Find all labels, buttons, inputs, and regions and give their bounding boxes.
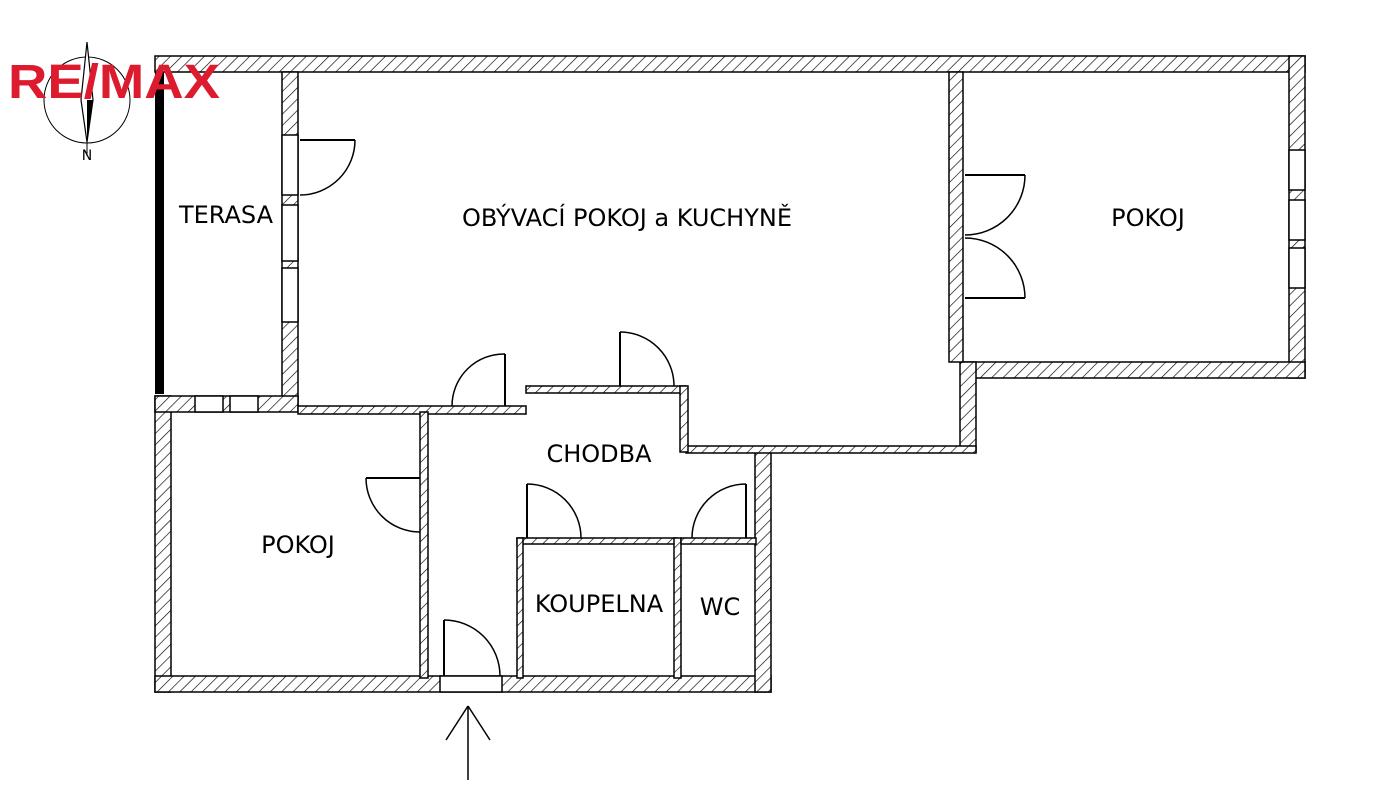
- wall-terrace-bottom: [154, 395, 299, 413]
- wall-bath-wc: [673, 537, 682, 679]
- wall-top: [154, 55, 1306, 73]
- wall-step: [959, 361, 977, 453]
- door-living-hall-left: [451, 353, 506, 407]
- wall-wc-top: [680, 537, 757, 545]
- wall-hall-notch-top: [525, 385, 687, 394]
- window-room-2: [229, 395, 259, 413]
- wall-west: [154, 395, 172, 693]
- terrace-railing: [155, 72, 164, 394]
- remax-logo: RE/MAX: [8, 56, 220, 109]
- door-wc: [691, 483, 747, 539]
- wall-east-bottom: [961, 361, 1306, 379]
- wall-room-hall: [419, 411, 429, 679]
- wall-living-bottom: [297, 405, 527, 415]
- door-terrace: [299, 139, 356, 196]
- remax-logo-text: RE/MAX: [8, 56, 220, 109]
- label-wc: WC: [700, 593, 741, 621]
- wall-wc-east: [754, 451, 772, 693]
- wall-hall-notch-east: [679, 385, 689, 453]
- label-room-west: POKOJ: [261, 531, 335, 559]
- label-room-east: POKOJ: [1111, 204, 1185, 232]
- wall-bath-west: [516, 537, 524, 679]
- windows: [194, 134, 1306, 693]
- doors: [299, 139, 1026, 677]
- window-terrace-1: [281, 134, 299, 196]
- wall-living-south: [685, 445, 977, 454]
- entrance-arrow-icon: [445, 705, 491, 780]
- room-labels: TERASA OBÝVACÍ POKOJ a KUCHYNĚ POKOJ CHO…: [178, 201, 1185, 621]
- compass-north-label: N: [82, 148, 92, 164]
- label-living-kitchen: OBÝVACÍ POKOJ a KUCHYNĚ: [462, 203, 792, 232]
- label-bathroom: KOUPELNA: [535, 590, 664, 618]
- window-room-1: [194, 395, 224, 413]
- window-east-2: [1288, 199, 1306, 241]
- window-terrace-2: [281, 204, 299, 262]
- window-east-1: [1288, 149, 1306, 191]
- door-entrance: [443, 619, 501, 677]
- window-terrace-3: [281, 267, 299, 323]
- label-hallway: CHODBA: [546, 440, 652, 468]
- compass-icon: N: [43, 41, 131, 164]
- label-terasa: TERASA: [178, 201, 274, 229]
- wall-partition-east: [948, 71, 964, 363]
- wall-bath-top: [516, 537, 678, 545]
- door-room-west: [365, 477, 421, 533]
- door-bathroom: [526, 483, 582, 539]
- entrance-opening: [439, 675, 503, 693]
- window-east-3: [1288, 247, 1306, 289]
- door-east-room: [964, 174, 1026, 299]
- door-living-hall-right: [619, 331, 675, 387]
